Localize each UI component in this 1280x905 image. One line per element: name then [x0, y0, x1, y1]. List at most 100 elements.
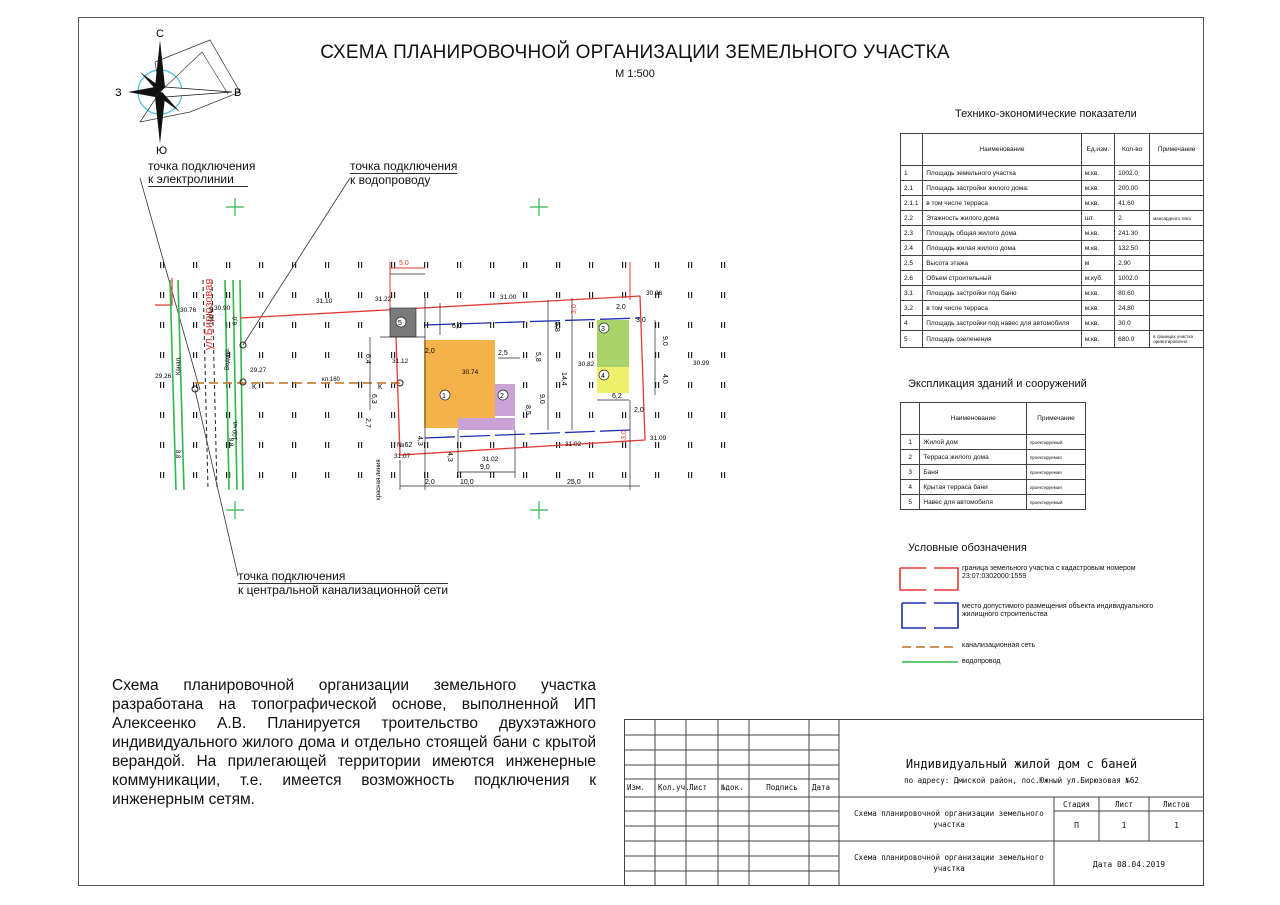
building-num-1: 1: [442, 393, 446, 400]
tep-cell: 132.50: [1114, 240, 1151, 256]
building-num-3: 3: [601, 326, 605, 333]
tep-cell: м.куб.: [1080, 270, 1116, 286]
project-address: по адресу: Дмиской район, пос.Южный ул.Б…: [904, 776, 1139, 785]
sheet-name: Схема планировочной организации земельно…: [854, 809, 1044, 829]
tep-cell: 4: [899, 315, 924, 331]
tep-cell: м.кв.: [1080, 180, 1116, 196]
legend-item-zone: место допустимого размещения объекта инд…: [962, 603, 1154, 618]
elev-5: 31.00: [500, 294, 517, 301]
elev-10: 31.12: [392, 358, 409, 365]
tep-cell: Площадь застройки под навес для автомоби…: [922, 315, 1082, 331]
sheets-header: Листов: [1162, 800, 1191, 809]
explication-cell: 3: [899, 464, 921, 480]
sheet-header: Лист: [1114, 800, 1134, 809]
tep-cell: м.кв.: [1080, 315, 1116, 331]
explication-cell: 5: [899, 494, 921, 510]
explication-header-cell: Наименование: [919, 402, 1027, 435]
legend-item-sewer: канализационная сеть: [962, 642, 1036, 649]
tep-cell: Площадь застройки жилого дома:: [922, 180, 1082, 196]
dim-9-0-h: 9,0: [480, 464, 490, 471]
elev-8: 29.27: [250, 367, 267, 374]
building-num-2: 2: [500, 393, 504, 400]
project-note: Схема планировочной организации земельно…: [112, 677, 596, 808]
tep-cell: в том числе терраса: [922, 300, 1082, 316]
explication-cell: 2: [899, 449, 921, 465]
title-block-cols: Изм. Кол.уч. Лист №док. Подпись Дата: [627, 783, 839, 792]
explication-cell: 4: [899, 479, 921, 495]
tep-cell: 680.0: [1114, 330, 1151, 348]
dim-8-8-b: 8,8: [227, 438, 233, 447]
tep-cell: 2.3: [899, 225, 924, 241]
red-line-label: красная линия: [376, 459, 382, 500]
dim-6-4: 6,4: [364, 354, 371, 364]
dim-4-3-b: 4,3: [446, 452, 453, 462]
callout-sewer: точка подключения к центральной канализа…: [238, 570, 449, 597]
col-ndok: №док.: [721, 783, 744, 792]
tep-cell: 1: [899, 165, 924, 181]
tep-cell: Высота этажа: [922, 255, 1082, 271]
stamp-date: Дата 08.04.2019: [1092, 860, 1166, 869]
tep-cell: [1149, 195, 1204, 211]
tep-title: Технико-экономические показатели: [955, 108, 1137, 120]
callout-electric-line1: точка подключения: [148, 159, 256, 173]
tep-cell: Площадь жилая жилого дома: [922, 240, 1082, 256]
dim-14-4: 14,4: [560, 372, 567, 386]
building-num-4: 4: [601, 373, 605, 380]
dim-5-8-a: 5,8: [553, 322, 560, 332]
stage-header: Стадия: [1062, 800, 1091, 809]
tep-cell: 241.30: [1114, 225, 1151, 241]
tep-cell: [1149, 285, 1204, 301]
tep-cell: Площадь общая жилого дома: [922, 225, 1082, 241]
explication-cell: Жилой дом: [919, 434, 1027, 450]
label-pipe-c: 100 чл.: [233, 420, 239, 440]
dim-6-0-b: 6,0: [233, 316, 239, 325]
elev-14: 31.07: [394, 453, 411, 460]
tep-header-cell: Наименование: [922, 133, 1082, 166]
dim-2-7: 2,7: [364, 418, 371, 428]
tep-header-cell: Кол-во: [1114, 133, 1151, 166]
tep-cell: [1149, 315, 1204, 331]
legend-title: Условные обозначения: [908, 542, 1027, 554]
explication-title: Экспликация зданий и сооружений: [908, 378, 1087, 390]
tep-cell: мансардного типа: [1149, 210, 1204, 226]
tep-cell: 2.90: [1114, 255, 1151, 271]
col-kolych: Кол.уч.: [658, 783, 690, 792]
compass-rose-icon: С З В Ю: [115, 28, 241, 157]
label-water-a: Водопр.: [225, 347, 231, 370]
street-label: ул.Бирюзовая: [203, 279, 215, 350]
dim-3-0-a: 3,0: [571, 304, 578, 314]
elev-4: 31.22: [375, 296, 392, 303]
tep-cell: [1149, 300, 1204, 316]
tep-cell: 2.6: [899, 270, 924, 286]
dim-25-0: 25,0: [567, 479, 581, 486]
explication-cell: Баня: [919, 464, 1027, 480]
drawing-title: СХЕМА ПЛАНИРОВОЧНОЙ ОРГАНИЗАЦИИ ЗЕМЕЛЬНО…: [320, 42, 950, 63]
dim-9-0-bath: 9,0: [661, 336, 668, 346]
explication-cell: проектируемый: [1025, 494, 1087, 510]
explication-cell: проектируемая: [1025, 449, 1087, 465]
tep-cell: Этажность жилого дома: [922, 210, 1082, 226]
elev-15: 31.09: [650, 435, 667, 442]
elev-1: 30.76: [180, 307, 197, 314]
tep-cell: 3.2: [899, 300, 924, 316]
tep-cell: м.кв.: [1080, 285, 1116, 301]
tep-cell: 24.80: [1114, 300, 1151, 316]
elev-11: 30.74: [462, 369, 479, 376]
tep-cell: 2: [1114, 210, 1151, 226]
sheets-value: 1: [1174, 821, 1179, 830]
tep-cell: Площадь земельного участка: [922, 165, 1082, 181]
dim-4-0: 4,0: [661, 374, 668, 384]
dim-2-0-c: 2,0: [616, 304, 626, 311]
tep-cell: 1002.0: [1114, 165, 1151, 181]
dim-2-0-b: 2,0: [425, 479, 435, 486]
label-sewer-a: Канал.: [176, 356, 182, 375]
callout-sewer-line1: точка подключения: [238, 570, 449, 584]
tep-cell: [1149, 240, 1204, 256]
